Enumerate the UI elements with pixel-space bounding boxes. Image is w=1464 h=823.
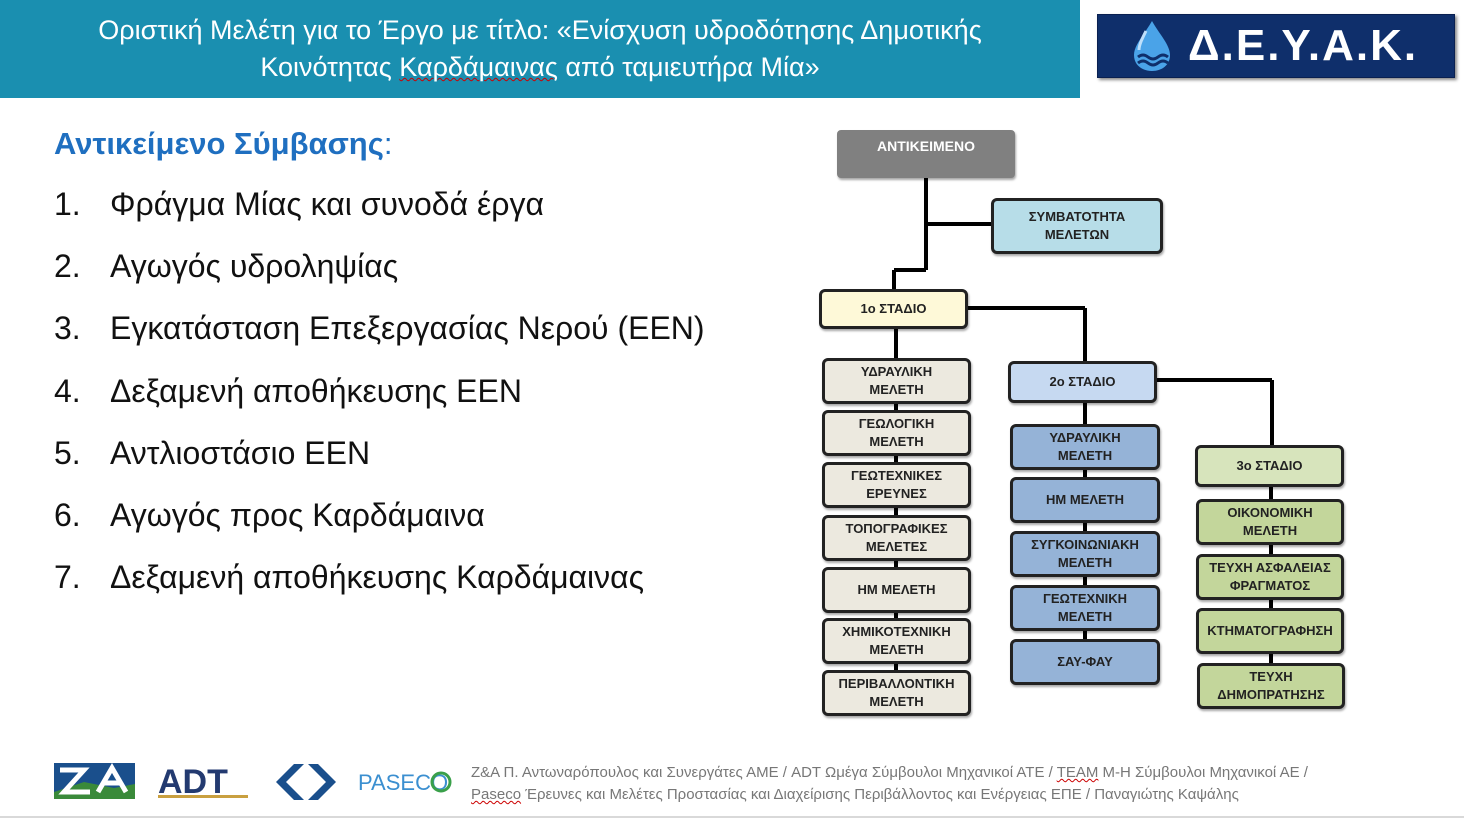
footer-line1-b: ΤΕΑΜ <box>1056 764 1099 781</box>
list-item: 2. Αγωγός υδροληψίας <box>54 248 705 310</box>
item-text: Αντλιοστάσιο ΕΕΝ <box>110 434 371 471</box>
footer-line2-b: Έρευνες και Μελέτες Προστασίας και Διαχε… <box>521 786 1239 803</box>
title-line2-b: Καρδάμαινας <box>399 52 558 82</box>
node-label: 3ο ΣΤΑΔΙΟ <box>1236 458 1303 473</box>
title-line1: Οριστική Μελέτη για το Έργο με τίτλο: «Ε… <box>98 15 982 45</box>
item-number: 7. <box>54 559 81 596</box>
header-banner: Οριστική Μελέτη για το Έργο με τίτλο: «Ε… <box>0 0 1080 98</box>
diagram-node-stage1-child: ΗΜ ΜΕΛΕΤΗ <box>822 567 971 613</box>
footer-line1-c: Μ-Η Σύμβουλοι Μηχανικοί ΑΕ / <box>1098 764 1308 781</box>
item-text: Αγωγός προς Καρδάμαινα <box>110 496 485 533</box>
footer-line2-a: Paseco <box>471 786 522 803</box>
item-number: 1. <box>54 186 81 222</box>
node-label: 2ο ΣΤΑΔΙΟ <box>1049 374 1116 389</box>
node-label: 1ο ΣΤΑΔΙΟ <box>860 301 927 316</box>
diagram-node-stage1: 1ο ΣΤΑΔΙΟ <box>819 289 968 329</box>
adt-logo: ADT <box>158 763 248 801</box>
team-logo <box>276 764 336 800</box>
item-number: 5. <box>54 434 81 471</box>
list-item: 6. Αγωγός προς Καρδάμαινα <box>54 497 705 559</box>
item-text: Φράγμα Μίας και συνοδά έργα <box>110 186 544 222</box>
subject-colon: : <box>383 126 393 161</box>
list-item: 5. Αντλιοστάσιο ΕΕΝ <box>54 435 705 497</box>
diagram-node-stage2-child: ΣΑΥ-ΦΑΥ <box>1010 639 1160 685</box>
list-item: 1. Φράγμα Μίας και συνοδά έργα <box>54 186 705 248</box>
item-number: 3. <box>54 310 81 347</box>
node-label: ΚΤΗΜΑΤΟΓΡΑΦΗΣΗ <box>1207 623 1333 638</box>
node-label: ΗΜ ΜΕΛΕΤΗ <box>1046 492 1124 507</box>
diagram-node-stage2: 2ο ΣΤΑΔΙΟ <box>1008 361 1157 403</box>
item-text: Αγωγός υδροληψίας <box>110 248 399 285</box>
water-drop-icon <box>1134 21 1170 71</box>
deyak-logo: Δ.Ε.Υ.Α.Κ. <box>1097 14 1455 78</box>
item-text: Δεξαμενή αποθήκευσης ΕΕΝ <box>110 372 522 409</box>
list-item: 4. Δεξαμενή αποθήκευσης ΕΕΝ <box>54 373 705 435</box>
diagram-root-node: ΑΝΤΙΚΕΙΜΕΝΟ <box>837 130 1015 178</box>
node-label: ΑΝΤΙΚΕΙΜΕΝΟ <box>877 138 975 154</box>
footer-credits: Ζ&Α Π. Αντωναρόπουλος και Συνεργάτες ΑΜΕ… <box>471 762 1431 806</box>
page-title: Οριστική Μελέτη για το Έργο με τίτλο: «Ε… <box>40 12 1040 86</box>
subject-heading: Αντικείμενο Σύμβασης: <box>54 126 392 162</box>
partner-logos: ADT PASECO <box>54 763 452 801</box>
node-label: ΗΜ ΜΕΛΕΤΗ <box>857 582 936 597</box>
bottom-divider <box>0 816 1464 818</box>
paseco-logo: PASECO <box>358 770 452 795</box>
item-text: Εγκατάσταση Επεξεργασίας Νερού (ΕΕΝ) <box>110 310 705 347</box>
za-logo <box>54 763 135 799</box>
list-item: 3. Εγκατάσταση Επεξεργασίας Νερού (ΕΕΝ) <box>54 310 705 372</box>
logo-text: Δ.Ε.Υ.Α.Κ. <box>1188 21 1419 70</box>
diagram-node-stage2-child: ΗΜ ΜΕΛΕΤΗ <box>1010 477 1160 523</box>
diagram-node-stage3: 3ο ΣΤΑΔΙΟ <box>1195 445 1344 487</box>
list-item: 7. Δεξαμενή αποθήκευσης Καρδάμαινας <box>54 559 705 621</box>
diagram-node-stage3-child: ΚΤΗΜΑΤΟΓΡΑΦΗΣΗ <box>1196 608 1344 654</box>
adt-text: ADT <box>158 763 228 801</box>
item-number: 6. <box>54 496 81 533</box>
subject-label: Αντικείμενο Σύμβασης <box>54 126 384 161</box>
title-line2-a: Κοινότητας <box>260 52 400 82</box>
item-number: 2. <box>54 248 81 285</box>
contract-items-list: 1. Φράγμα Μίας και συνοδά έργα 2. Αγωγός υ… <box>54 186 705 621</box>
node-label: ΣΑΥ-ΦΑΥ <box>1057 654 1113 669</box>
title-line2-c: από ταμιευτήρα Μία» <box>557 52 820 82</box>
item-number: 4. <box>54 372 81 409</box>
item-text: Δεξαμενή αποθήκευσης Καρδάμαινας <box>110 559 645 596</box>
footer-line1-a: Ζ&Α Π. Αντωναρόπουλος και Συνεργάτες ΑΜΕ… <box>471 764 1057 781</box>
